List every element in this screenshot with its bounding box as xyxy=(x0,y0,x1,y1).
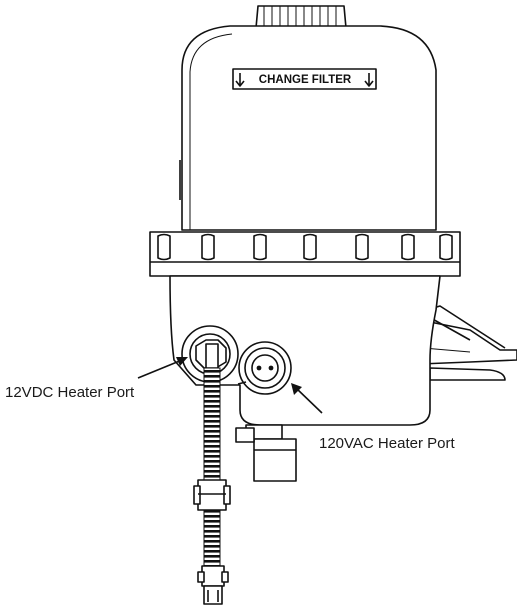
dc-port-label: 12VDC Heater Port xyxy=(5,384,135,401)
collar-ring xyxy=(149,231,461,277)
dc-callout-arrow xyxy=(137,357,188,379)
filter-bowl xyxy=(179,25,437,231)
top-cap xyxy=(255,5,347,29)
cable-connector xyxy=(193,479,231,605)
ac-callout-arrow xyxy=(291,383,323,414)
corrugated-cable xyxy=(203,367,221,567)
ac-port-label: 120VAC Heater Port xyxy=(319,435,455,452)
change-filter-label: CHANGE FILTER xyxy=(232,68,377,90)
ac-port-fitting xyxy=(237,341,292,395)
drain-fitting xyxy=(235,424,297,482)
change-filter-text: CHANGE FILTER xyxy=(259,74,352,86)
